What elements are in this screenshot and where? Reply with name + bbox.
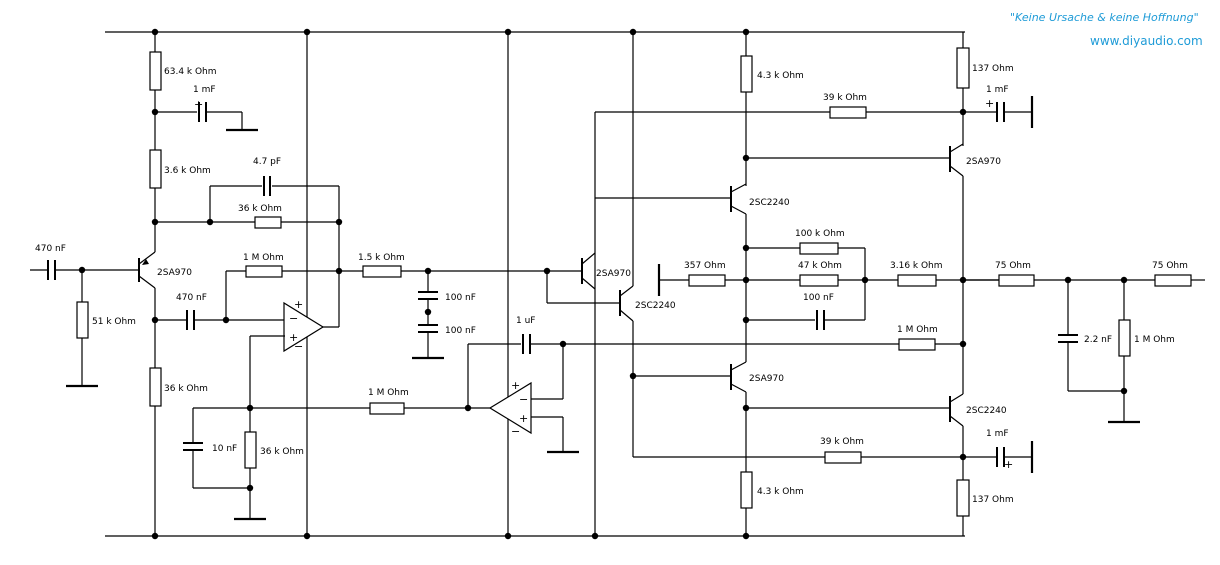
label-47k: 47 k Ohm xyxy=(798,261,842,271)
resistor-1m-mid xyxy=(369,402,405,415)
label-51k: 51 k Ohm xyxy=(92,317,136,327)
label-36k-em: 36 k Ohm xyxy=(164,384,208,394)
output-stage xyxy=(949,32,1205,536)
resistor-3k16 xyxy=(897,274,937,287)
label-1m-right: 1 M Ohm xyxy=(897,325,938,335)
label-4p7: 4.7 pF xyxy=(253,157,281,167)
label-63k4: 63.4 k Ohm xyxy=(164,67,217,77)
resistor-1m-output xyxy=(1118,319,1131,357)
resistor-51k xyxy=(76,301,89,339)
label-q-out-top: 2SA970 xyxy=(966,157,1001,167)
transistor-input xyxy=(138,251,156,289)
resistor-39k-bottom xyxy=(824,451,862,464)
label-39k-top: 39 k Ohm xyxy=(823,93,867,103)
label-4k3-top: 4.3 k Ohm xyxy=(757,71,804,81)
resistor-100k xyxy=(799,242,839,255)
label-1mf-top: 1 mF xyxy=(986,85,1009,95)
label-470n-in: 470 nF xyxy=(35,244,66,254)
label-1mf-in: 1 mF xyxy=(193,85,216,95)
component-labels: 63.4 k Ohm 1 mF + 3.6 k Ohm 4.7 pF 36 k … xyxy=(35,64,1188,505)
transistor-output-top xyxy=(949,143,964,177)
svg-text:−: − xyxy=(519,393,528,406)
resistor-1k5 xyxy=(362,265,402,278)
label-10n: 10 nF xyxy=(212,444,237,454)
transistor-vas1 xyxy=(581,252,596,290)
resistor-4k3-bottom xyxy=(740,471,753,509)
label-100n-c: 100 nF xyxy=(803,293,834,303)
label-1m-mid: 1 M Ohm xyxy=(368,388,409,398)
svg-text:−: − xyxy=(294,340,303,353)
label-36k-fb: 36 k Ohm xyxy=(238,204,282,214)
label-100k: 100 k Ohm xyxy=(795,229,845,239)
svg-text:+: + xyxy=(294,298,303,311)
resistor-63k4 xyxy=(149,51,162,91)
supply-rails xyxy=(105,31,965,537)
resistor-3k6 xyxy=(149,149,162,189)
resistor-36k-bias xyxy=(244,431,257,469)
opamp-2 xyxy=(488,381,532,435)
website-link[interactable]: www.diyaudio.com xyxy=(1090,34,1203,48)
label-75-b: 75 Ohm xyxy=(1152,261,1188,271)
resistor-1m-top xyxy=(245,265,283,278)
svg-text:+: + xyxy=(511,379,520,392)
label-100n-b: 100 nF xyxy=(445,326,476,336)
vas-stage xyxy=(546,32,999,536)
transistor-vas2 xyxy=(619,285,634,322)
transistor-driver-bottom xyxy=(730,361,747,393)
label-357: 357 Ohm xyxy=(684,261,726,271)
label-4k3-bot: 4.3 k Ohm xyxy=(757,487,804,497)
svg-text:+: + xyxy=(985,97,994,110)
servo-stage: + − + − xyxy=(467,334,899,454)
resistor-1m-right xyxy=(898,338,936,351)
label-39k-bot: 39 k Ohm xyxy=(820,437,864,447)
label-1mf-bot: 1 mF xyxy=(986,429,1009,439)
label-2n2: 2.2 nF xyxy=(1084,335,1112,345)
label-100n-a: 100 nF xyxy=(445,293,476,303)
label-q-drv-top: 2SC2240 xyxy=(749,198,790,208)
label-1m-top: 1 M Ohm xyxy=(243,253,284,263)
label-1uf: 1 uF xyxy=(516,316,535,326)
label-q-vas1: 2SA970 xyxy=(596,269,631,279)
label-q-out-bot: 2SC2240 xyxy=(966,406,1007,416)
opamp-1 xyxy=(283,301,325,353)
svg-text:+: + xyxy=(519,412,528,425)
svg-text:+: + xyxy=(194,98,203,111)
resistor-47k xyxy=(799,274,839,287)
label-75-a: 75 Ohm xyxy=(995,261,1031,271)
input-stage: − + + − xyxy=(30,32,582,536)
resistor-75-b xyxy=(1154,274,1192,287)
label-137-bot: 137 Ohm xyxy=(972,495,1014,505)
label-36k-bias: 36 k Ohm xyxy=(260,447,304,457)
svg-text:−: − xyxy=(511,425,520,438)
resistor-4k3-top xyxy=(740,55,753,93)
transistor-driver-top xyxy=(730,183,747,215)
resistor-137-bottom xyxy=(956,479,970,517)
svg-text:−: − xyxy=(289,312,298,325)
label-q-vas2: 2SC2240 xyxy=(635,301,676,311)
label-3k16: 3.16 k Ohm xyxy=(890,261,943,271)
resistor-36k-emitter xyxy=(149,367,162,407)
transistor-output-bottom xyxy=(949,393,964,427)
label-q-in: 2SA970 xyxy=(157,268,192,278)
label-1k5: 1.5 k Ohm xyxy=(358,253,405,263)
label-470n-2: 470 nF xyxy=(176,293,207,303)
resistor-357 xyxy=(688,274,726,287)
resistor-36k-feedback xyxy=(254,216,282,229)
junction-dots xyxy=(78,28,1128,540)
slogan-text: "Keine Ursache & keine Hoffnung" xyxy=(1010,11,1199,24)
label-3k6: 3.6 k Ohm xyxy=(164,166,211,176)
resistor-75-a xyxy=(998,274,1035,287)
label-137-top: 137 Ohm xyxy=(972,64,1014,74)
label-q-drv-bot: 2SA970 xyxy=(749,374,784,384)
label-1m-out: 1 M Ohm xyxy=(1134,335,1175,345)
resistor-137-top xyxy=(956,47,970,89)
svg-text:+: + xyxy=(289,331,298,344)
resistor-39k-top xyxy=(829,106,867,119)
svg-text:+: + xyxy=(1004,458,1013,471)
